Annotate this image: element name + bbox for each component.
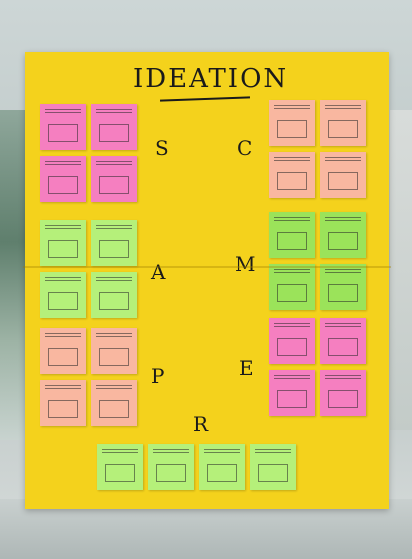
sticky-note-c1	[269, 100, 315, 146]
sticky-note-r4	[250, 444, 296, 490]
sticky-note-a4	[91, 272, 137, 318]
board-title: IDEATION	[133, 64, 289, 94]
ideation-board: IDEATION S C A M P E R	[23, 52, 391, 509]
sticky-note-p4	[91, 380, 137, 426]
letter-s: S	[155, 136, 169, 160]
sticky-note-r3	[199, 444, 245, 490]
sticky-note-p1	[40, 328, 86, 374]
sticky-note-m1	[269, 212, 315, 258]
sticky-note-a3	[40, 272, 86, 318]
sticky-note-p2	[91, 328, 137, 374]
sticky-note-c4	[320, 152, 366, 198]
letter-e: E	[239, 356, 254, 380]
sticky-note-s4	[91, 156, 137, 202]
sticky-note-a2	[91, 220, 137, 266]
sticky-note-p3	[40, 380, 86, 426]
sticky-note-e3	[269, 370, 315, 416]
sticky-note-e1	[269, 318, 315, 364]
sticky-note-r2	[148, 444, 194, 490]
sticky-note-c2	[320, 100, 366, 146]
letter-p: P	[151, 364, 165, 388]
letter-a: A	[151, 260, 166, 284]
window-right	[390, 110, 412, 430]
floor	[0, 499, 412, 559]
sticky-note-r1	[97, 444, 143, 490]
sticky-note-m2	[320, 212, 366, 258]
letter-r: R	[193, 412, 209, 436]
window-left	[0, 110, 28, 440]
sticky-note-s1	[40, 104, 86, 150]
sticky-note-s2	[91, 104, 137, 150]
sticky-note-m3	[269, 264, 315, 310]
sticky-note-c3	[269, 152, 315, 198]
sticky-note-m4	[320, 264, 366, 310]
sticky-note-e4	[320, 370, 366, 416]
sticky-note-a1	[40, 220, 86, 266]
letter-c: C	[237, 136, 253, 160]
letter-m: M	[235, 252, 256, 276]
sticky-note-e2	[320, 318, 366, 364]
sticky-note-s3	[40, 156, 86, 202]
title-underline	[159, 96, 251, 102]
